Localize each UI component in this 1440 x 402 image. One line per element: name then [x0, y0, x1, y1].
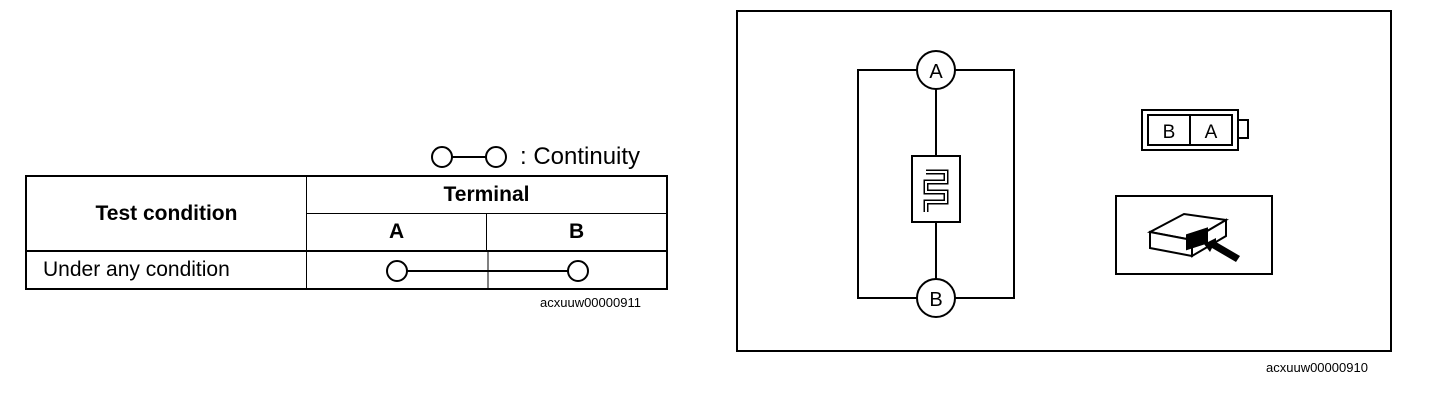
connector-face-icon: B A: [1141, 109, 1249, 151]
node-a-label: A: [929, 61, 943, 83]
heater-element-icon: [911, 155, 961, 223]
header-terminal: Terminal: [306, 175, 668, 214]
row-condition: Under any condition: [25, 250, 307, 290]
node-b-label: B: [929, 289, 942, 311]
header-test-condition: Test condition: [25, 175, 307, 252]
continuity-table: Test condition Terminal A B Under any co…: [25, 175, 668, 290]
node-a: A: [916, 50, 956, 90]
legend-text: : Continuity: [520, 143, 641, 170]
figure-code-left: acxuuw00000911: [540, 295, 641, 310]
table-subheader-row: A B: [26, 213, 668, 252]
connector-label-b: B: [1163, 122, 1176, 143]
connector-body-icon: [1147, 212, 1229, 258]
figure-code-right: acxuuw00000910: [1266, 360, 1368, 375]
sensor-diagram: A B B A: [736, 10, 1392, 352]
connector-location-view: [1115, 195, 1273, 275]
terminal-a-dot: [386, 260, 408, 282]
header-terminal-b: B: [486, 213, 668, 252]
node-b: B: [916, 278, 956, 318]
continuity-line-icon: [386, 252, 589, 288]
row-continuity-cell: [306, 250, 668, 290]
arrow-icon: [1204, 238, 1240, 262]
header-terminal-a: A: [305, 213, 488, 252]
continuity-symbol-icon: [431, 146, 507, 168]
continuity-legend: : Continuity: [430, 140, 640, 174]
terminal-b-dot: [567, 260, 589, 282]
connector-label-a: A: [1205, 122, 1218, 143]
diagram-drawing: A B B A: [857, 50, 1273, 318]
table-row: Under any condition: [25, 250, 668, 290]
table-header-row: Test condition Terminal: [25, 175, 668, 252]
